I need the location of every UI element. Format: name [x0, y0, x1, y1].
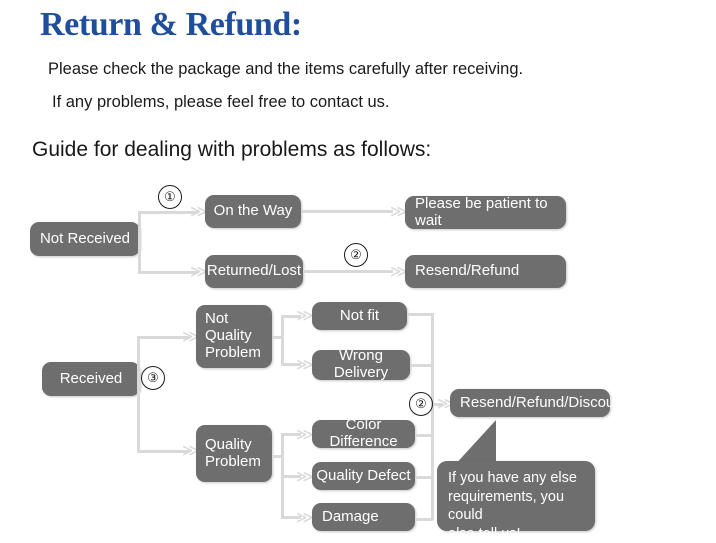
connector-received-branch-vertical — [137, 336, 140, 453]
node-returned-lost: Returned/Lost — [205, 255, 303, 288]
node-wrong-delivery: Wrong Delivery — [312, 347, 410, 381]
connector-quality-stub — [272, 455, 284, 458]
connector-on-the-way-to-wait — [301, 210, 393, 213]
connector-not-quality-stub — [272, 336, 284, 339]
connector-to-quality-defect — [281, 475, 301, 478]
arrow-to-returned-lost: ≫ — [190, 262, 208, 282]
connector-to-not-fit — [281, 315, 301, 318]
connector-not-quality-branch-vertical — [281, 315, 284, 365]
node-not-fit: Not fit — [312, 302, 407, 330]
connector-merge-from-color-difference — [415, 434, 433, 437]
node-quality-defect: Quality Defect — [312, 462, 415, 490]
arrow-to-quality-defect: ≫ — [296, 467, 314, 487]
connector-merge-from-not-fit — [407, 313, 433, 316]
node-color-difference: Color Difference — [312, 416, 415, 450]
node-received: Received — [42, 362, 140, 396]
node-resend-refund-discount: Resend/Refund/Discount — [450, 389, 627, 417]
connector-not-received-branch-vertical — [138, 211, 141, 274]
step-marker-two-top: ② — [344, 243, 368, 267]
guide-heading: Guide for dealing with problems as follo… — [32, 138, 432, 161]
arrow-to-color-difference: ≫ — [296, 425, 314, 445]
arrow-to-quality-problem: ≫ — [182, 441, 200, 461]
connector-to-damage — [281, 516, 301, 519]
connector-to-color-difference — [281, 433, 301, 436]
page-title: Return & Refund: — [40, 6, 302, 43]
node-not-received: Not Received — [30, 222, 140, 256]
connector-not-received-to-on-the-way — [138, 211, 198, 214]
node-quality-problem: Quality Problem — [196, 425, 272, 482]
node-please-be-patient-to-wait: Please be patient to wait — [405, 195, 566, 229]
arrow-to-wrong-delivery: ≫ — [296, 355, 314, 375]
callout-tail — [452, 420, 496, 468]
arrow-to-resend-refund: ≫ — [390, 262, 408, 282]
node-resend-refund: Resend/Refund — [405, 255, 566, 288]
step-marker-one: ① — [158, 185, 182, 209]
node-not-quality-problem: Not Quality Problem — [196, 305, 272, 368]
connector-not-received-to-returned-lost — [138, 271, 198, 274]
lead-text-line-1: Please check the package and the items c… — [48, 60, 524, 78]
connector-received-to-not-quality — [137, 336, 189, 339]
arrow-to-not-fit: ≫ — [296, 306, 314, 326]
connector-merge-from-damage — [415, 518, 433, 521]
connector-merge-from-quality-defect — [415, 476, 433, 479]
connector-received-to-quality — [137, 450, 189, 453]
connector-merge-to-resend-discount — [431, 403, 443, 406]
node-damage: Damage — [312, 503, 415, 531]
connector-merge-from-wrong-delivery — [410, 364, 433, 367]
arrow-to-damage: ≫ — [296, 508, 314, 528]
lead-text-line-2: If any problems, please feel free to con… — [52, 93, 390, 111]
arrow-to-please-wait: ≫ — [390, 202, 408, 222]
node-on-the-way: On the Way — [205, 195, 301, 228]
arrow-to-not-quality-problem: ≫ — [182, 327, 200, 347]
callout-extra-requirements: If you have any else requirements, you c… — [437, 461, 595, 542]
step-marker-two-bottom: ② — [409, 392, 433, 416]
connector-to-wrong-delivery — [281, 363, 301, 366]
connector-merge-bus-vertical — [431, 313, 434, 520]
arrow-to-on-the-way: ≫ — [190, 202, 208, 222]
step-marker-three: ③ — [141, 366, 165, 390]
connector-returned-lost-to-resend — [303, 270, 393, 273]
